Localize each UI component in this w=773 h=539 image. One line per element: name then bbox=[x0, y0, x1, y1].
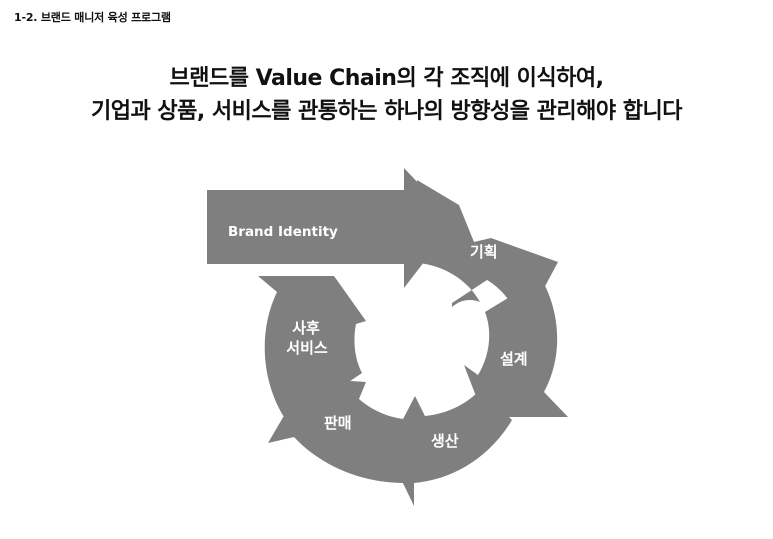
step-label-planning: 기획 bbox=[470, 243, 498, 261]
cycle-segment-design bbox=[464, 278, 568, 417]
page-title-line-1: 브랜드를 Value Chain의 각 조직에 이식하여, bbox=[169, 66, 604, 91]
cycle-segment-production bbox=[387, 389, 512, 506]
brand-identity-arrow bbox=[207, 168, 455, 288]
page-title-line-2: 기업과 상품, 서비스를 관통하는 하나의 방향성을 관리해야 합니다 bbox=[91, 99, 682, 124]
step-label-after-service-line-2: 서비스 bbox=[286, 339, 328, 357]
step-label-after-service-line-1: 사후 bbox=[292, 319, 320, 337]
step-label-production: 생산 bbox=[431, 432, 459, 450]
page-title: 브랜드를 Value Chain의 각 조직에 이식하여, 기업과 상품, 서비… bbox=[0, 62, 773, 128]
step-label-sales: 판매 bbox=[324, 414, 352, 432]
section-label: 1-2. 브랜드 매니저 육성 프로그램 bbox=[14, 11, 171, 24]
cycle-segment-planning bbox=[417, 180, 558, 318]
step-label-design: 설계 bbox=[500, 350, 528, 368]
brand-identity-label: Brand Identity bbox=[228, 224, 338, 240]
cycle-segment-after-service bbox=[258, 276, 366, 423]
